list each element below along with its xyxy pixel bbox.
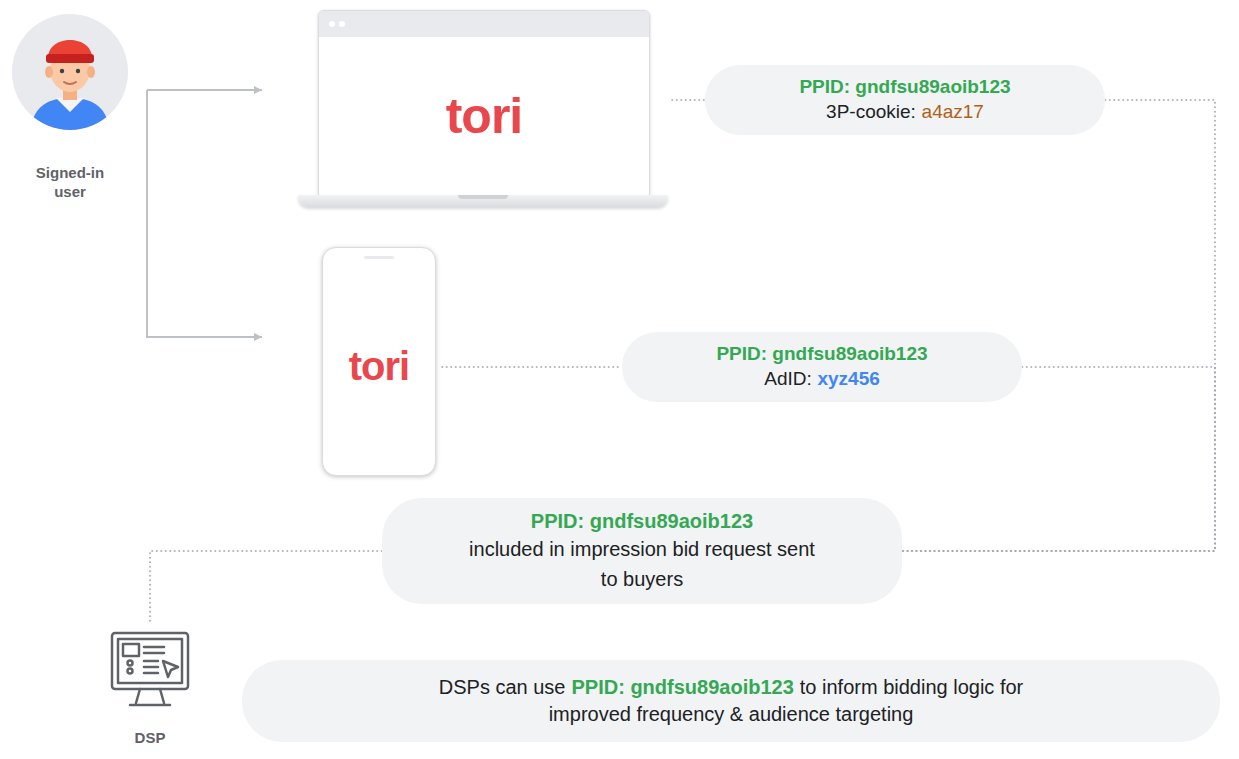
node-text: a4az17 <box>922 101 984 122</box>
node-text: tori <box>446 87 523 145</box>
user-avatar: Signed-in user <box>12 14 147 209</box>
browser-bar <box>319 11 649 37</box>
phone-speaker <box>364 256 394 259</box>
caption-box: Signed-in user <box>12 164 128 202</box>
text-line: PPID: gndfsu89aoib123 <box>716 342 927 367</box>
id-pill: PPID: gndfsu89aoib123 3P-cookie: a4az17 <box>705 65 1105 135</box>
node-text: Signed-in user <box>25 164 115 202</box>
node-text: DSP <box>102 729 198 748</box>
text-paragraph: DSPs can usePPID: gndfsu89aoib123to info… <box>436 674 1026 728</box>
node-text: PPID: gndfsu89aoib123 <box>799 76 1010 97</box>
laptop-notch <box>458 195 508 199</box>
text-line: 3P-cookie: a4az17 <box>826 100 984 125</box>
arrow-connector <box>147 89 262 91</box>
node-text: PPID: gndfsu89aoib123 <box>716 343 927 364</box>
browser-dot <box>329 21 335 27</box>
node-text: AdID: <box>764 368 812 389</box>
bid-request-pill: PPID: gndfsu89aoib123included in impress… <box>382 498 902 604</box>
text-line: PPID: gndfsu89aoib123 <box>799 75 1010 100</box>
user-illustration <box>12 14 128 130</box>
text-line: AdID:xyz456 <box>764 367 880 392</box>
arrow-connector <box>147 90 262 337</box>
dotted-connector <box>442 366 622 368</box>
dotted-connector <box>902 100 1215 551</box>
text-line: PPID: gndfsu89aoib123 <box>531 508 753 534</box>
node-text: DSPs can use <box>439 676 566 698</box>
id-pill: PPID: gndfsu89aoib123AdID:xyz456 <box>622 332 1022 402</box>
node-text: tori <box>349 344 409 389</box>
dotted-connector <box>672 99 705 101</box>
phone-device: tori <box>262 246 442 478</box>
node-text: xyz456 <box>817 368 879 389</box>
node-text: 3P-cookie: <box>826 101 916 122</box>
text-line: included in impression bid request sent … <box>462 534 822 594</box>
node-text: PPID: gndfsu89aoib123 <box>531 510 753 532</box>
screen-text-area: tori <box>318 38 650 194</box>
node-text: included in impression bid request sent … <box>462 534 822 594</box>
dsp-icon: DSP <box>102 625 198 753</box>
browser-dot <box>339 21 345 27</box>
dsp-monitor-icon <box>108 629 192 713</box>
caption-box: DSP <box>102 729 198 748</box>
laptop-device: tori <box>262 8 672 210</box>
node-text: PPID: gndfsu89aoib123 <box>572 676 794 698</box>
dsp-pill: DSPs can usePPID: gndfsu89aoib123to info… <box>242 660 1220 742</box>
dotted-connector <box>150 551 382 625</box>
screen-text-area: tori <box>322 266 436 466</box>
